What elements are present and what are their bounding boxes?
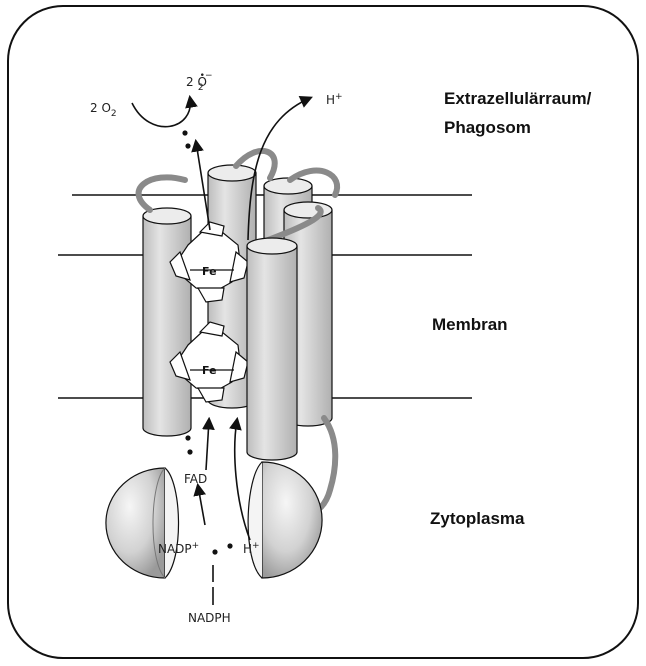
phagosome-label: Phagosom (444, 118, 531, 137)
iron-top-label: Fe (202, 265, 217, 278)
iron-bottom-label: Fe (202, 364, 217, 377)
cytoplasm-label: Zytoplasma (430, 509, 525, 528)
extracellular-label: Extrazellulärraum/ (444, 89, 592, 108)
nadph-label: NADPH (188, 611, 231, 625)
membrane-label: Membran (432, 315, 508, 334)
fad-label: FAD (184, 472, 207, 486)
helix-1 (143, 216, 191, 436)
front-helix (247, 238, 297, 460)
